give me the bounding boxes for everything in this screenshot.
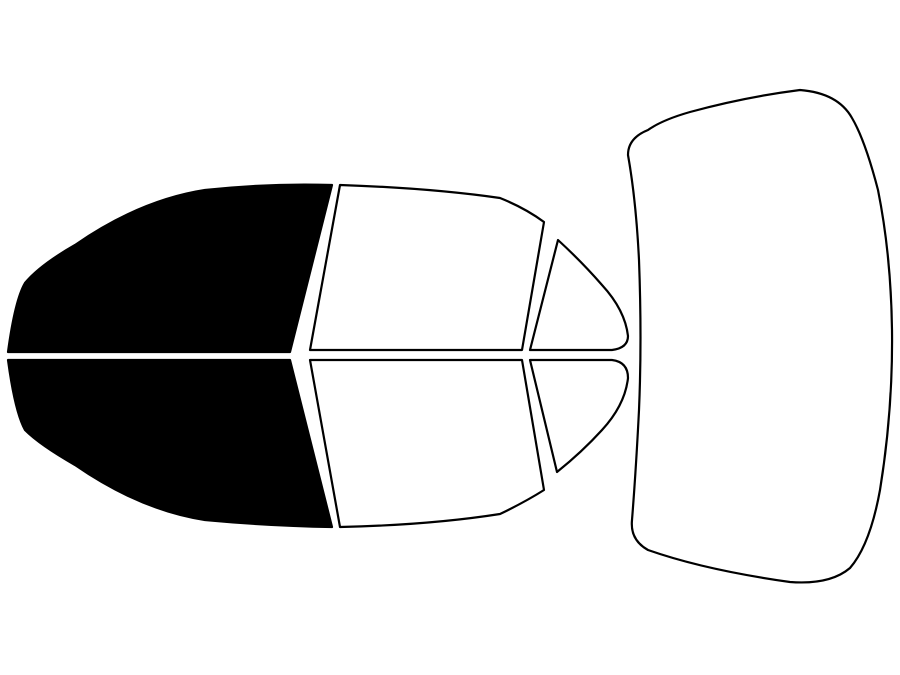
rear-windshield[interactable] — [626, 88, 894, 584]
front-side-window-top[interactable] — [6, 183, 334, 354]
rear-side-window-top[interactable] — [308, 183, 546, 352]
rear-side-window-bottom[interactable] — [308, 358, 546, 529]
rear-quarter-window-top[interactable] — [528, 238, 630, 352]
rear-quarter-window-bottom[interactable] — [528, 358, 630, 474]
front-side-window-bottom[interactable] — [6, 358, 334, 529]
